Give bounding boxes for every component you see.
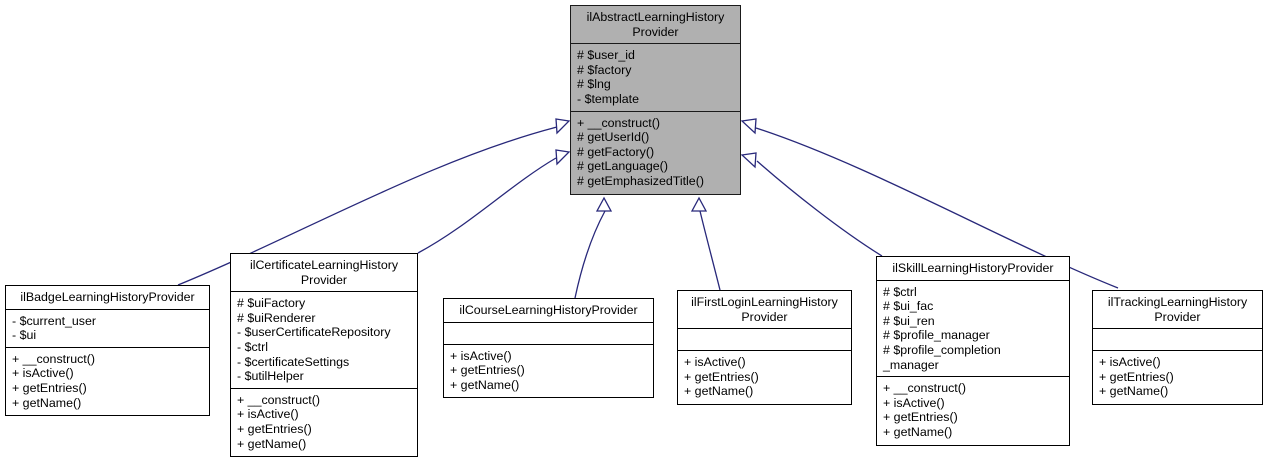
- class-title-firstlogin: ilFirstLoginLearningHistory Provider: [678, 291, 851, 330]
- class-box-ilcourselearninghistoryprovider[interactable]: ilCourseLearningHistoryProvider + isActi…: [443, 298, 654, 399]
- arrowhead-tracking: [740, 118, 757, 135]
- class-title-certificate: ilCertificateLearningHistory Provider: [231, 254, 417, 293]
- edge-firstlogin-to-abstract: [699, 210, 721, 291]
- class-attributes-tracking: [1093, 329, 1262, 352]
- edge-certificate-to-abstract: [417, 157, 557, 254]
- arrowhead-course: [595, 196, 613, 212]
- arrowhead-skill: [740, 152, 757, 169]
- class-operations-abstract: + __construct() # getUserId() # getFacto…: [577, 115, 704, 188]
- class-operations-badge: + __construct() + isActive() + getEntrie…: [12, 351, 95, 410]
- class-operations-course: + isActive() + getEntries() + getName(): [450, 348, 525, 392]
- class-box-ilskilllearninghistoryprovider[interactable]: ilSkillLearningHistoryProvider # $ctrl #…: [876, 256, 1070, 446]
- class-box-ilcertificatelearninghistoryprovider[interactable]: ilCertificateLearningHistory Provider # …: [230, 253, 418, 458]
- class-box-iltrackinglearninghistoryprovider[interactable]: ilTrackingLearningHistory Provider + isA…: [1092, 290, 1263, 405]
- class-title-course: ilCourseLearningHistoryProvider: [444, 299, 653, 323]
- edge-skill-to-abstract: [756, 160, 883, 257]
- class-operations-tracking: + isActive() + getEntries() + getName(): [1099, 355, 1174, 399]
- arrowhead-firstlogin: [690, 196, 708, 212]
- class-operations-firstlogin: + isActive() + getEntries() + getName(): [684, 355, 759, 399]
- class-attributes-course: [444, 323, 653, 345]
- class-operations-skill: + __construct() + isActive() + getEntrie…: [883, 381, 966, 439]
- edge-course-to-abstract: [574, 210, 606, 299]
- class-box-ilbadgelearninghistoryprovider[interactable]: ilBadgeLearningHistoryProvider - $curren…: [5, 285, 210, 417]
- class-box-ilfirstloginlearninghistoryprovider[interactable]: ilFirstLoginLearningHistory Provider + i…: [677, 290, 852, 405]
- arrowhead-certificate: [555, 149, 571, 166]
- class-attributes-skill: # $ctrl # $ui_fac # $ui_ren # $profile_m…: [877, 281, 1069, 378]
- class-attributes-badge: - $current_user - $ui: [6, 310, 209, 348]
- class-title-tracking: ilTrackingLearningHistory Provider: [1093, 291, 1262, 330]
- class-attributes-firstlogin: [678, 329, 851, 352]
- class-title-badge: ilBadgeLearningHistoryProvider: [6, 286, 209, 310]
- class-operations-certificate: + __construct() + isActive() + getEntrie…: [237, 392, 320, 451]
- class-attributes-abstract: # $user_id # $factory # $lng - $template: [571, 44, 740, 112]
- class-title-abstract: ilAbstractLearningHistory Provider: [571, 6, 740, 45]
- arrowhead-badge: [555, 118, 571, 135]
- class-attributes-certificate: # $uiFactory # $uiRenderer - $userCertif…: [231, 292, 417, 389]
- class-title-skill: ilSkillLearningHistoryProvider: [877, 257, 1069, 281]
- class-box-ilabstractlearninghistoryprovider[interactable]: ilAbstractLearningHistory Provider # $us…: [570, 5, 741, 195]
